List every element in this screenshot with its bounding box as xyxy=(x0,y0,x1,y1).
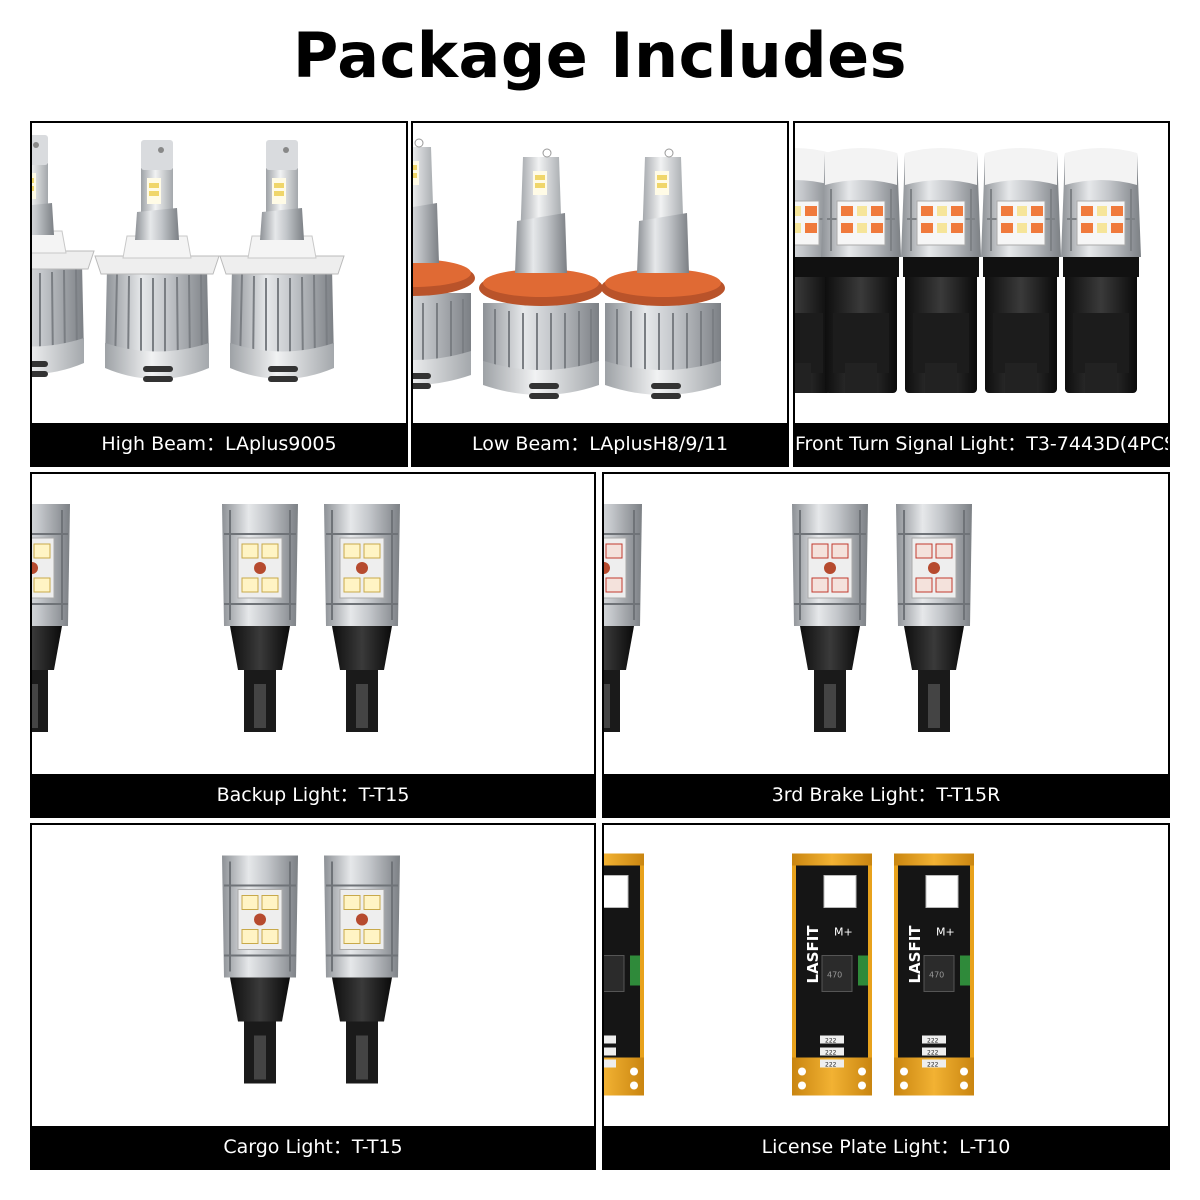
resistor-text: 222 xyxy=(825,1050,837,1057)
resistor-text: 222 xyxy=(825,1062,837,1069)
t10-pcb-bulb-icon: LASFIT LASFIT M+ M+ 470 470 222 222 222 … xyxy=(604,825,1168,1126)
product-caption: Backup Light：T-T15 xyxy=(32,774,594,816)
t15-bulb-white-icon xyxy=(32,474,594,774)
resistor-text: 222 xyxy=(927,1050,939,1057)
t15-bulb-red-icon xyxy=(604,474,1168,774)
product-card-third-brake-light: 3rd Brake Light：T-T15R xyxy=(602,472,1170,818)
product-card-cargo-light: Cargo Light：T-T15 xyxy=(30,823,596,1170)
product-caption: Cargo Light：T-T15 xyxy=(32,1126,594,1168)
chip-text: 470 xyxy=(827,971,842,980)
product-card-backup-light: Backup Light：T-T15 xyxy=(30,472,596,818)
product-caption: Front Turn Signal Light：T3-7443D(4PCS) xyxy=(795,423,1168,465)
mark-text: M+ xyxy=(834,926,853,939)
turn-signal-bulb-7443-icon xyxy=(795,123,1168,423)
product-card-low-beam: Low Beam：LAplusH8/9/11 xyxy=(411,121,789,467)
brand-text: LASFIT xyxy=(804,925,822,984)
headlight-bulb-h11-icon xyxy=(413,123,787,423)
product-caption: Low Beam：LAplusH8/9/11 xyxy=(413,423,787,465)
t15-bulb-white-icon xyxy=(32,825,594,1126)
resistor-text: 222 xyxy=(927,1062,939,1069)
headlight-bulb-9005-icon xyxy=(32,123,406,423)
chip-text: 470 xyxy=(929,971,944,980)
product-card-turn-signal: Front Turn Signal Light：T3-7443D(4PCS) xyxy=(793,121,1170,467)
mark-text: M+ xyxy=(936,926,955,939)
resistor-text: 222 xyxy=(927,1038,939,1045)
brand-text: LASFIT xyxy=(906,925,924,984)
page-title: Package Includes xyxy=(292,19,908,92)
product-caption: 3rd Brake Light：T-T15R xyxy=(604,774,1168,816)
product-caption: High Beam：LAplus9005 xyxy=(32,423,406,465)
product-card-high-beam: High Beam：LAplus9005 xyxy=(30,121,408,467)
product-card-license-plate-light: LASFIT LASFIT M+ M+ 470 470 222 222 222 … xyxy=(602,823,1170,1170)
resistor-text: 222 xyxy=(825,1038,837,1045)
product-caption: License Plate Light：L-T10 xyxy=(604,1126,1168,1168)
